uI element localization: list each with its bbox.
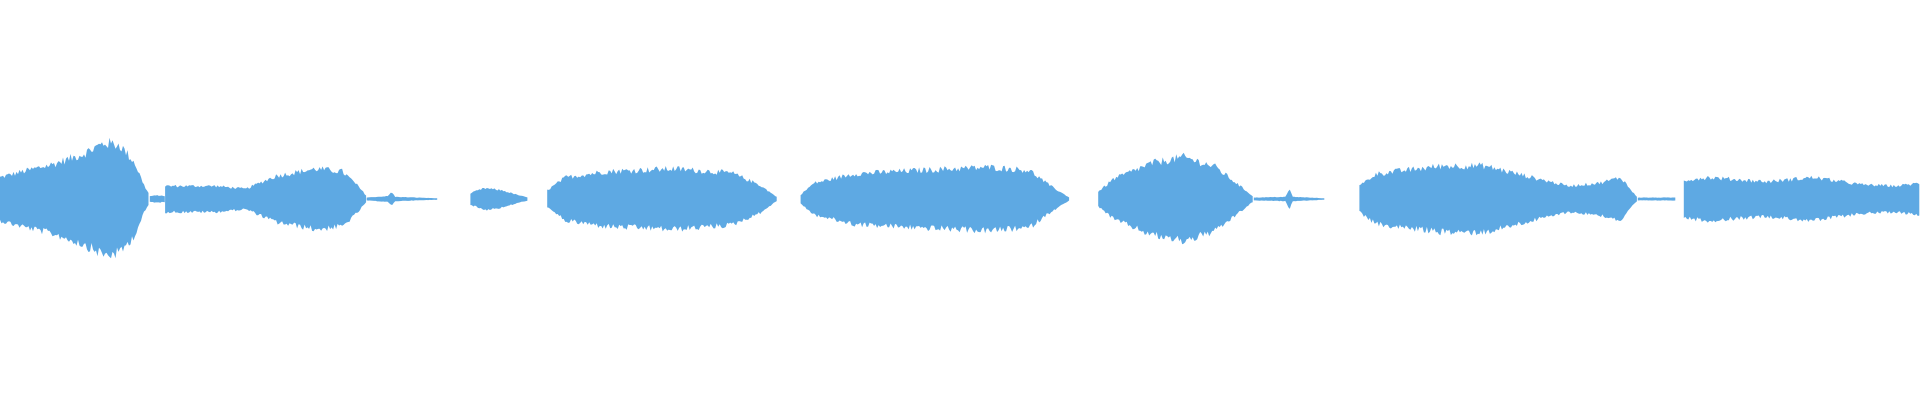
waveform-segment-2 <box>149 195 165 203</box>
waveform-segment-5 <box>470 188 528 211</box>
waveform-segment-6 <box>547 166 777 232</box>
waveform-segment-1 <box>0 137 149 259</box>
waveform-segment-4 <box>366 192 438 205</box>
waveform-segment-3 <box>165 166 367 232</box>
waveform-segment-11 <box>1637 197 1676 201</box>
waveform-segment-10 <box>1359 162 1637 236</box>
waveform-segment-8 <box>1098 152 1253 245</box>
waveform-segment-7 <box>800 164 1070 234</box>
waveform-segment-9 <box>1253 189 1325 209</box>
waveform-segment-12 <box>1683 175 1920 223</box>
